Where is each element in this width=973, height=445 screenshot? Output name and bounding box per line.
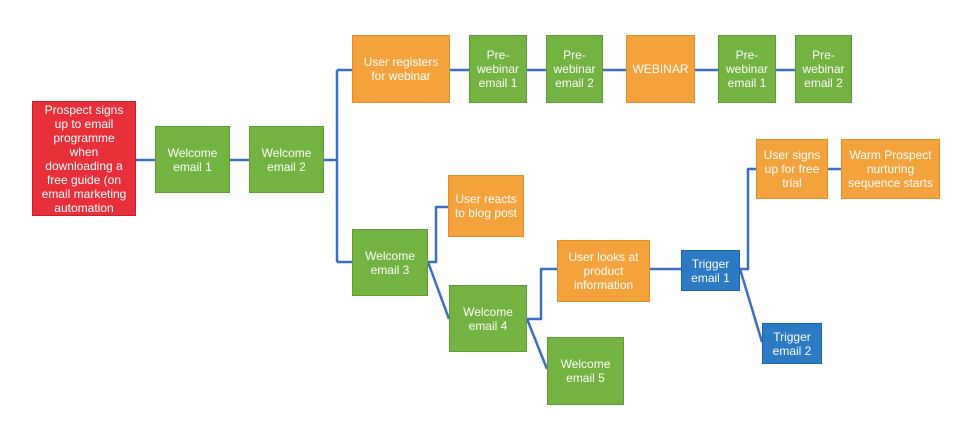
node-label: Welcome email 5: [560, 357, 611, 385]
node-user-registers-webinar: User registers for webinar: [352, 35, 450, 103]
node-label: Warm Prospect nurturing sequence starts: [848, 148, 933, 190]
node-trigger-email-1: Trigger email 1: [681, 250, 740, 291]
node-label: User looks at product information: [568, 250, 639, 292]
connector-welcome4-welcome5: [525, 318, 549, 370]
node-pre-webinar-email-2: Pre- webinar email 2: [546, 35, 603, 103]
connector-trigger1-freetrial: [740, 167, 756, 271]
node-label: Prospect signs up to email programme whe…: [41, 102, 127, 215]
node-label: Pre- webinar email 1: [476, 48, 520, 90]
node-trigger-email-2: Trigger email 2: [762, 323, 822, 364]
node-label: Welcome email 2: [261, 145, 312, 174]
node-warm-prospect-nurturing: Warm Prospect nurturing sequence starts: [841, 139, 940, 199]
node-post-webinar-email-1: Pre- webinar email 1: [718, 35, 776, 103]
node-label: User signs up for free trial: [763, 148, 821, 190]
node-label: Welcome email 1: [167, 145, 218, 174]
node-label: Welcome email 4: [463, 304, 513, 333]
node-welcome-email-5: Welcome email 5: [547, 337, 624, 405]
connector-welcome4-product: [527, 267, 557, 321]
node-label: Trigger email 2: [772, 329, 812, 358]
connector-welcome3-blogpost: [428, 205, 448, 264]
node-user-signs-up-free-trial: User signs up for free trial: [756, 139, 828, 199]
node-webinar: WEBINAR: [626, 35, 695, 103]
node-prospect-signs-up: Prospect signs up to email programme whe…: [32, 101, 136, 216]
node-welcome-email-3: Welcome email 3: [352, 229, 428, 296]
node-post-webinar-email-2: Pre- webinar email 2: [795, 35, 852, 103]
node-label: Pre- webinar email 1: [725, 48, 769, 90]
connector-trigger1-trigger2: [738, 268, 764, 343]
node-user-reacts-blog-post: User reacts to blog post: [448, 175, 524, 237]
node-welcome-email-2: Welcome email 2: [249, 126, 324, 193]
node-label: Welcome email 3: [365, 248, 415, 277]
node-pre-webinar-email-1: Pre- webinar email 1: [469, 35, 527, 103]
node-user-looks-product-info: User looks at product information: [557, 240, 650, 302]
node-label: Pre- webinar email 2: [553, 48, 596, 90]
node-welcome-email-4: Welcome email 4: [449, 285, 527, 352]
connector-welcome3-welcome4: [426, 261, 451, 320]
node-welcome-email-1: Welcome email 1: [155, 126, 230, 193]
node-label: Trigger email 1: [691, 256, 730, 285]
node-label: User registers for webinar: [363, 55, 439, 83]
node-label: WEBINAR: [632, 62, 689, 76]
node-label: Pre- webinar email 2: [802, 48, 845, 90]
node-label: User reacts to blog post: [454, 192, 518, 220]
